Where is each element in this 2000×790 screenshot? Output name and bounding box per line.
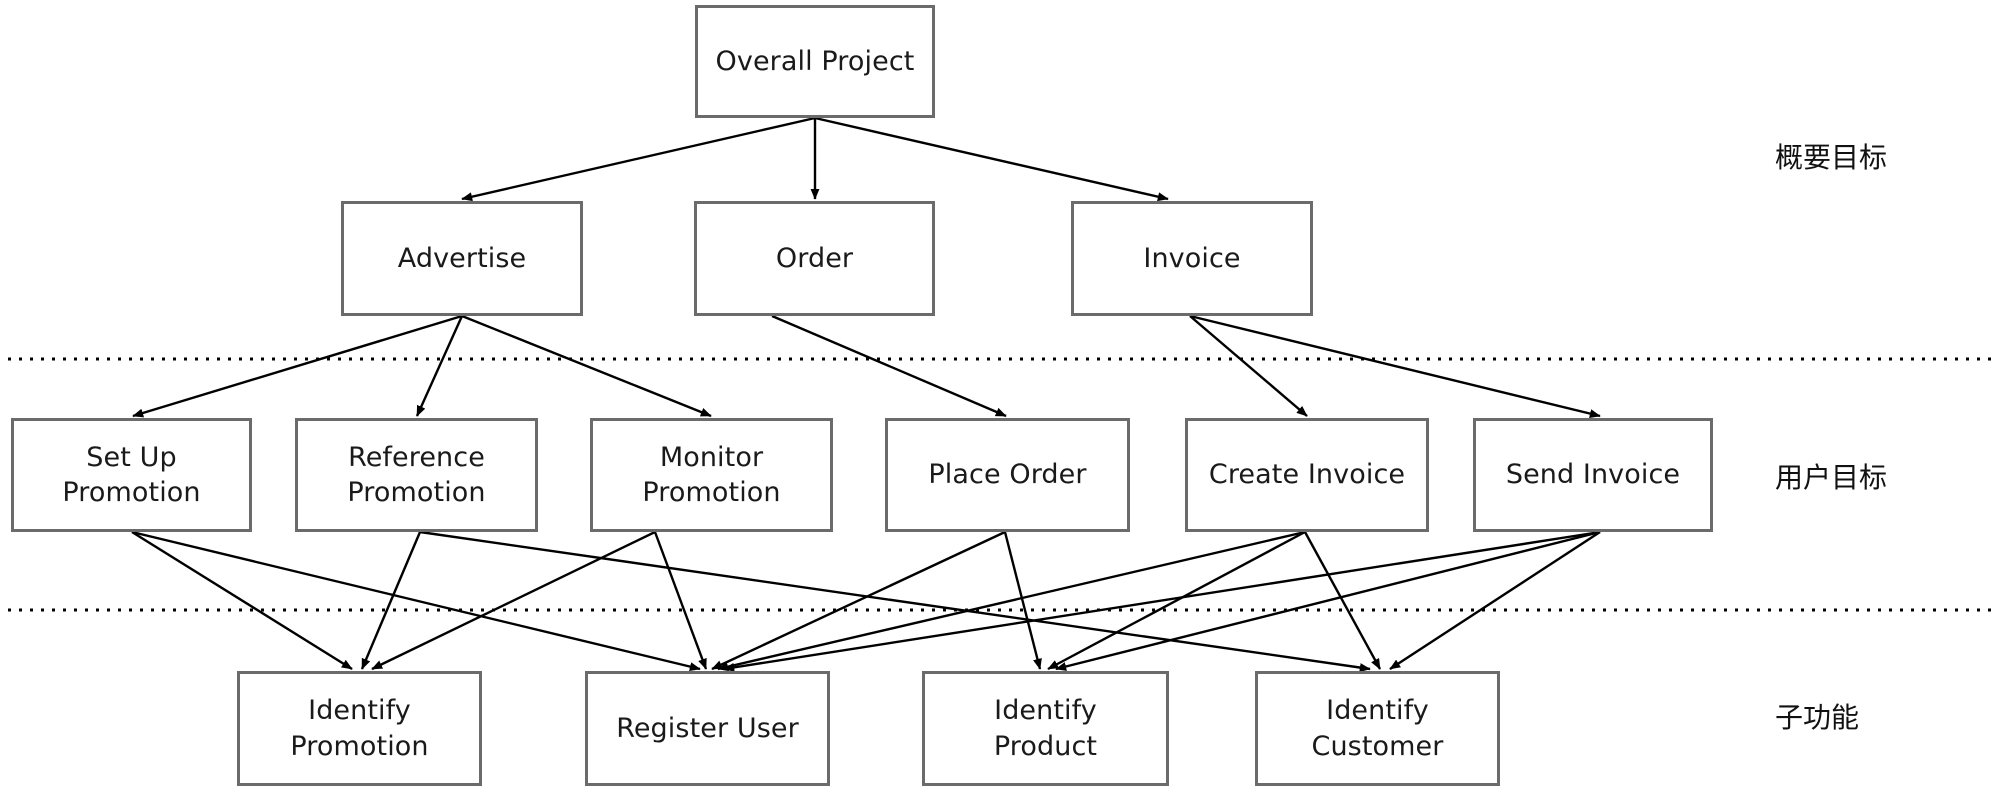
edge-send-invoice-to-identify-product: [1055, 530, 1601, 671]
node-register-user[interactable]: Register User: [585, 671, 830, 786]
node-label-identify-product: Identify Product: [993, 695, 1098, 762]
edge-set-up-promotion-to-identify-promotion: [131, 530, 353, 671]
edge-lines: [131, 116, 1601, 672]
node-label-set-up-promotion: Set Up Promotion: [62, 441, 201, 508]
edge-monitor-promotion-to-register-user: [653, 531, 708, 670]
node-monitor-promotion[interactable]: Monitor Promotion: [590, 418, 833, 532]
node-label-send-invoice: Send Invoice: [1505, 459, 1681, 491]
node-send-invoice[interactable]: Send Invoice: [1473, 418, 1713, 532]
edge-advertise-to-monitor-promotion: [461, 314, 712, 418]
edge-place-order-to-register-user: [711, 530, 1006, 671]
edge-advertise-to-reference-promotion: [415, 315, 464, 417]
edge-invoice-to-create-invoice: [1189, 315, 1308, 417]
node-set-up-promotion[interactable]: Set Up Promotion: [11, 418, 252, 532]
tier-label-summary-goal: 概要目标: [1775, 141, 1888, 174]
node-order[interactable]: Order: [694, 201, 935, 316]
node-create-invoice[interactable]: Create Invoice: [1185, 418, 1429, 532]
node-reference-promotion[interactable]: Reference Promotion: [295, 418, 538, 532]
edge-place-order-to-identify-product: [1003, 531, 1042, 670]
node-label-register-user: Register User: [616, 712, 799, 744]
edge-advertise-to-set-up-promotion: [132, 314, 463, 418]
node-label-advertise: Advertise: [397, 242, 527, 274]
node-label-create-invoice: Create Invoice: [1208, 459, 1406, 491]
edge-overall-project-to-advertise: [461, 116, 816, 202]
node-overall-project[interactable]: Overall Project: [695, 5, 935, 118]
node-identify-customer[interactable]: Identify Customer: [1255, 671, 1500, 786]
node-label-invoice: Invoice: [1143, 242, 1241, 274]
divider-lines: [8, 357, 1995, 612]
edge-order-to-place-order: [771, 314, 1007, 418]
node-label-identify-promotion: Identify Promotion: [290, 695, 429, 762]
node-label-identify-customer: Identify Customer: [1311, 695, 1444, 762]
node-label-overall-project: Overall Project: [715, 45, 915, 77]
tier-label-user-goal: 用户目标: [1775, 461, 1888, 494]
edge-overall-project-to-invoice: [814, 116, 1169, 202]
edge-create-invoice-to-identify-product: [1047, 530, 1306, 671]
node-label-monitor-promotion: Monitor Promotion: [642, 441, 781, 508]
node-place-order[interactable]: Place Order: [885, 418, 1130, 532]
edge-reference-promotion-to-identify-customer: [419, 530, 1371, 672]
node-label-order: Order: [775, 242, 854, 274]
edge-create-invoice-to-register-user: [717, 530, 1306, 672]
node-identify-promotion[interactable]: Identify Promotion: [237, 671, 482, 786]
edge-create-invoice-to-identify-customer: [1303, 531, 1382, 670]
edge-send-invoice-to-identify-customer: [1389, 530, 1601, 671]
edge-reference-promotion-to-identify-promotion: [360, 531, 422, 670]
node-advertise[interactable]: Advertise: [341, 201, 583, 316]
edge-set-up-promotion-to-register-user: [131, 530, 701, 671]
node-identify-product[interactable]: Identify Product: [922, 671, 1169, 786]
node-label-reference-promotion: Reference Promotion: [347, 441, 486, 508]
edge-monitor-promotion-to-identify-promotion: [371, 530, 656, 671]
tier-label-sub-function: 子功能: [1775, 701, 1860, 734]
edge-send-invoice-to-register-user: [723, 530, 1601, 672]
node-invoice[interactable]: Invoice: [1071, 201, 1313, 316]
node-label-place-order: Place Order: [928, 459, 1087, 491]
edge-invoice-to-send-invoice: [1189, 314, 1601, 418]
